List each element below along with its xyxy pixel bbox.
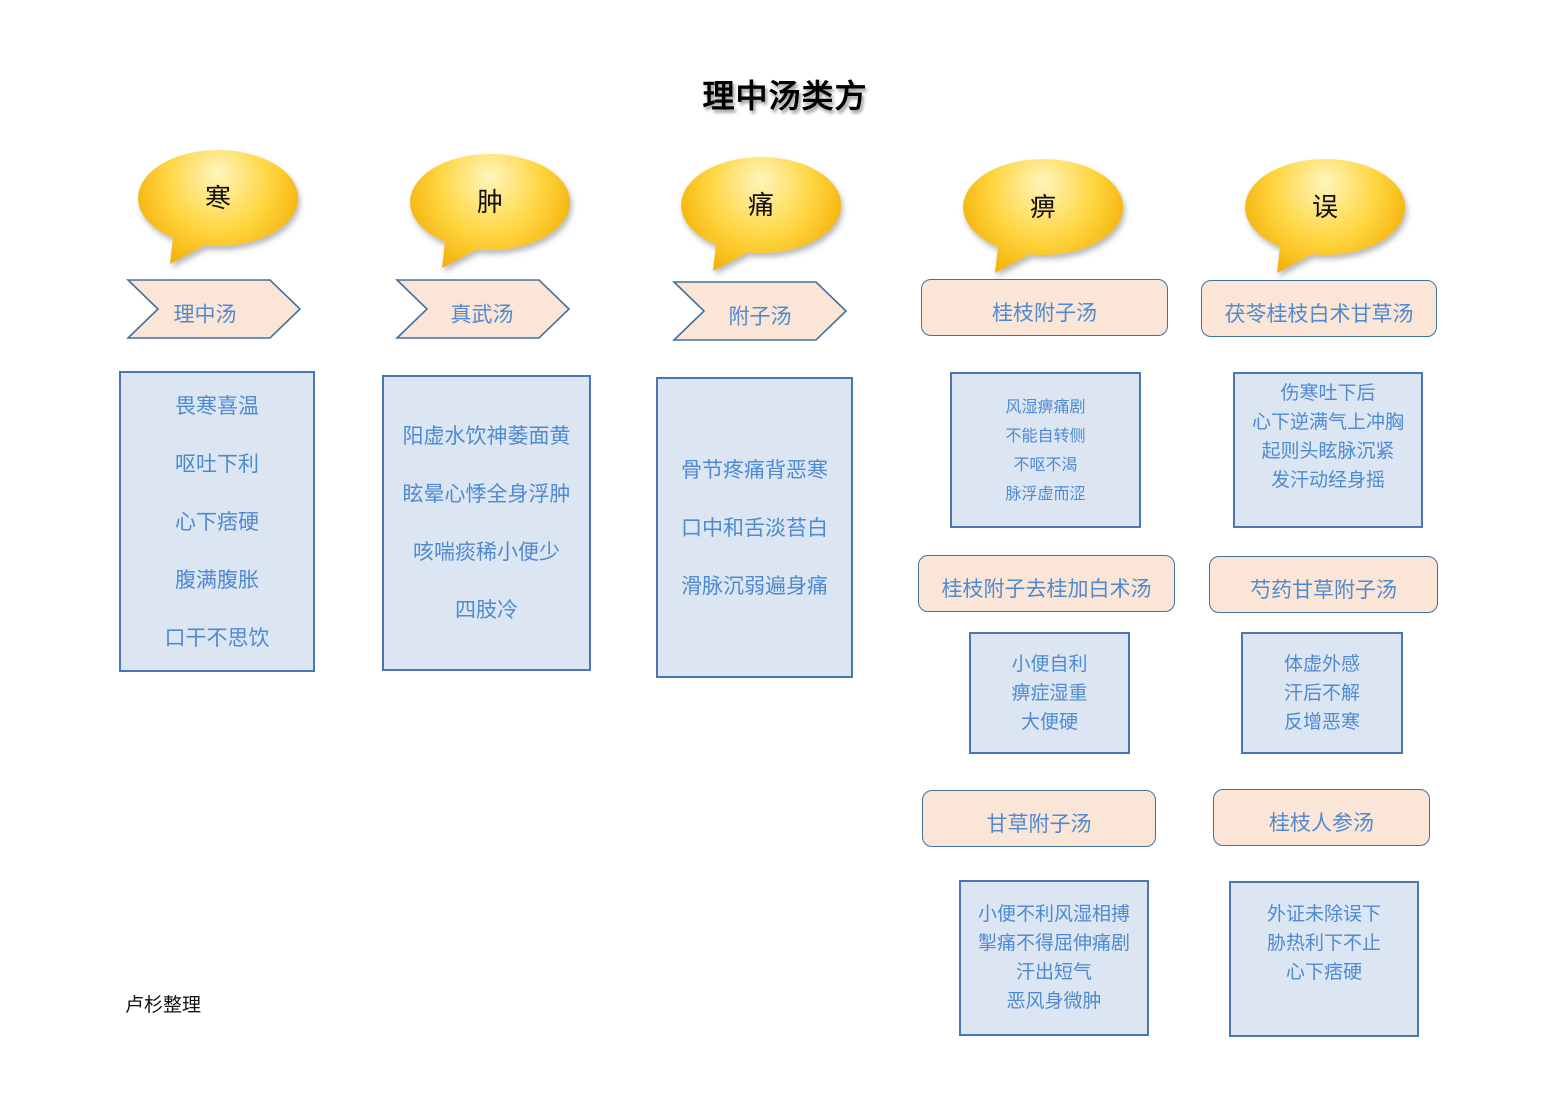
symptom-line: 体虚外感 [1283,652,1360,675]
category-label: 误 [1312,193,1338,223]
formula-label-shaoyao-gancao-fuzi: 芍药甘草附子汤 [1209,556,1438,613]
symptom-box-guizhi-fuzi-qugui-jia-baizhu: 小便自利 痹症湿重 大便硬 [969,632,1130,754]
chevron-shape [126,279,302,339]
symptom-line: 痹症湿重 [1011,681,1088,704]
symptom-box-fuzi: 骨节疼痛背恶寒 口中和舌淡苔白 滑脉沉弱遍身痛 [656,377,853,678]
symptom-line: 大便硬 [1020,710,1078,733]
symptom-box-fuling-guizhi-baizhu-gancao: 伤寒吐下后 心下逆满气上冲胸 起则头眩脉沉紧 发汗动经身摇 [1233,372,1423,528]
category-bubble-pain: 痛 [681,157,842,271]
category-bubble-bi: 痹 [963,159,1124,273]
symptom-line: 眩晕心悸全身浮肿 [402,482,571,506]
symptom-line: 小便不利风湿相搏 [977,903,1130,925]
category-label: 肿 [477,188,503,218]
category-label: 寒 [205,184,231,214]
speech-bubble-shape [681,157,842,271]
symptom-line: 起则头眩脉沉紧 [1261,440,1395,462]
symptom-line: 风湿痹痛剧 [1005,397,1086,416]
symptom-line: 心下痞硬 [175,509,259,534]
author-credit: 卢杉整理 [125,994,202,1016]
symptom-line: 掣痛不得屈伸痛剧 [977,932,1130,954]
formula-label-guizhi-fuzi-qugui-jia-baizhu: 桂枝附子去桂加白术汤 [918,555,1175,612]
symptom-line: 反增恶寒 [1283,710,1360,733]
symptom-line: 滑脉沉弱遍身痛 [681,573,828,598]
formula-chevron-zhenwu: 真武汤 [395,279,571,339]
formula-label-fuling-guizhi-baizhu-gancao: 茯苓桂枝白术甘草汤 [1201,280,1437,337]
category-label: 痛 [748,191,774,221]
speech-bubble-shape [138,150,299,264]
formula-name: 真武汤 [451,303,514,327]
symptom-box-zhenwu: 阳虚水饮神萎面黄 眩晕心悸全身浮肿 咳喘痰稀小便少 四肢冷 [382,375,591,671]
formula-chevron-lizhong: 理中汤 [126,279,302,339]
symptom-line: 恶风身微肿 [1006,990,1102,1012]
symptom-line: 呕吐下利 [175,451,259,476]
symptom-line: 骨节疼痛背恶寒 [681,457,828,482]
category-bubble-cold: 寒 [138,150,299,264]
symptom-line: 心下逆满气上冲胸 [1251,411,1404,433]
symptom-line: 不能自转侧 [1005,426,1086,445]
symptom-box-lizhong: 畏寒喜温 呕吐下利 心下痞硬 腹满腹胀 口干不思饮 [119,371,315,672]
speech-bubble-shape [410,154,571,268]
speech-bubble-shape [963,159,1124,273]
formula-label-gancao-fuzi: 甘草附子汤 [922,790,1156,847]
symptom-line: 四肢冷 [455,598,518,622]
category-label: 痹 [1030,193,1056,223]
symptom-line: 小便自利 [1011,652,1088,675]
chevron-shape [395,279,571,339]
symptom-line: 伤寒吐下后 [1280,382,1376,404]
category-bubble-swelling: 肿 [410,154,571,268]
symptom-line: 不呕不渴 [1013,455,1078,474]
symptom-line: 脉浮虚而涩 [1005,484,1086,503]
symptom-line: 阳虚水饮神萎面黄 [402,424,571,448]
symptom-line: 发汗动经身摇 [1270,469,1385,491]
symptom-line: 口中和舌淡苔白 [681,515,828,540]
symptom-line: 畏寒喜温 [175,393,259,418]
symptom-box-gancao-fuzi: 小便不利风湿相搏 掣痛不得屈伸痛剧 汗出短气 恶风身微肿 [959,880,1149,1036]
formula-name: 理中汤 [174,303,237,327]
formula-name: 附子汤 [729,305,792,329]
symptom-line: 外证未除误下 [1266,903,1381,925]
symptom-line: 腹满腹胀 [175,567,259,592]
symptom-line: 胁热利下不止 [1266,932,1381,954]
symptom-line: 心下痞硬 [1285,961,1362,983]
page-title: 理中汤类方 [702,77,868,115]
chevron-shape [672,281,848,341]
symptom-line: 口干不思饮 [164,625,270,650]
symptom-box-shaoyao-gancao-fuzi: 体虚外感 汗后不解 反增恶寒 [1241,632,1403,754]
symptom-box-guizhi-renshen: 外证未除误下 胁热利下不止 心下痞硬 [1229,881,1419,1037]
speech-bubble-shape [1245,159,1406,273]
symptom-line: 汗出短气 [1015,961,1092,983]
symptom-line: 汗后不解 [1283,681,1360,704]
category-bubble-mistreatment: 误 [1245,159,1406,273]
symptom-box-guizhi-fuzi: 风湿痹痛剧 不能自转侧 不呕不渴 脉浮虚而涩 [950,372,1141,528]
symptom-line: 咳喘痰稀小便少 [413,540,560,564]
formula-label-guizhi-renshen: 桂枝人参汤 [1213,789,1430,846]
formula-chevron-fuzi: 附子汤 [672,281,848,341]
formula-label-guizhi-fuzi: 桂枝附子汤 [921,279,1168,336]
